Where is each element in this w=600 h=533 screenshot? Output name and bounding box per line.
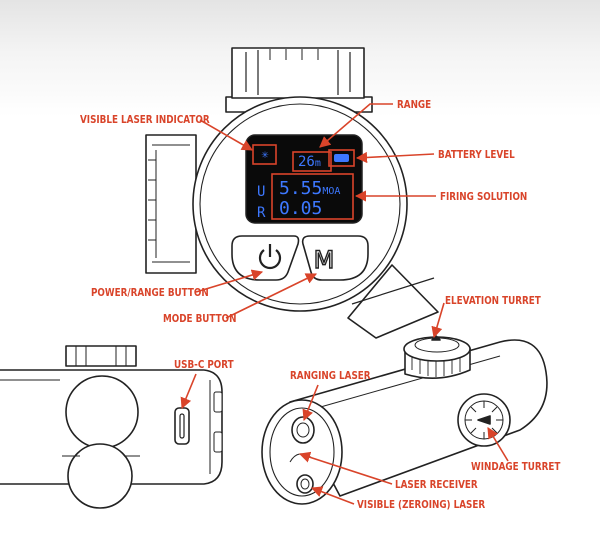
callout-leaders: [180, 103, 509, 505]
range-frame: [292, 151, 332, 172]
range-unit: m: [315, 158, 321, 169]
callout-mode-button: MODE BUTTON: [163, 313, 236, 325]
battery-icon: [334, 154, 349, 162]
callout-power-range-button: POWER/RANGE BUTTON: [91, 287, 209, 299]
callout-visible-zeroing-laser: VISIBLE (ZEROING) LASER: [357, 499, 485, 511]
power-icon: [258, 244, 282, 270]
side-view-drawing: [0, 345, 223, 509]
visible-laser-indicator-frame: [252, 144, 277, 165]
callout-range: RANGE: [397, 99, 431, 111]
elevation-readout: 5.55MOA: [279, 178, 340, 199]
visible-laser-indicator-glyph: ✳: [261, 147, 268, 161]
firing-solution-frame: [271, 173, 354, 220]
callout-usb-c-port: USB-C PORT: [174, 359, 234, 371]
callout-ranging-laser: RANGING LASER: [290, 370, 371, 382]
left-knob: [145, 134, 197, 274]
callout-elevation-turret: ELEVATION TURRET: [445, 295, 541, 307]
callout-firing-solution: FIRING SOLUTION: [440, 191, 527, 203]
callout-battery-level: BATTERY LEVEL: [438, 149, 515, 161]
lcd-screen: ✳ 26m U 5.55MOA R 0.05: [245, 134, 363, 224]
callout-laser-receiver: LASER RECEIVER: [395, 479, 478, 491]
mode-button[interactable]: M: [301, 235, 369, 281]
battery-frame: [328, 149, 355, 167]
elevation-value: 5.55: [279, 178, 322, 199]
elevation-prefix: U: [257, 184, 265, 200]
callout-windage-turret: WINDAGE TURRET: [471, 461, 561, 473]
mode-letter: M: [314, 246, 335, 274]
usb-c-port: [174, 407, 190, 445]
windage-value: 0.05: [279, 198, 322, 219]
windage-prefix: R: [257, 205, 266, 221]
windage-turret: [457, 393, 511, 447]
range-readout: 26m: [298, 154, 321, 170]
range-value: 26: [298, 154, 315, 170]
callout-visible-laser-indicator: VISIBLE LASER INDICATOR: [80, 114, 210, 126]
elevation-unit: MOA: [322, 186, 340, 197]
elevation-turret: [403, 335, 471, 379]
